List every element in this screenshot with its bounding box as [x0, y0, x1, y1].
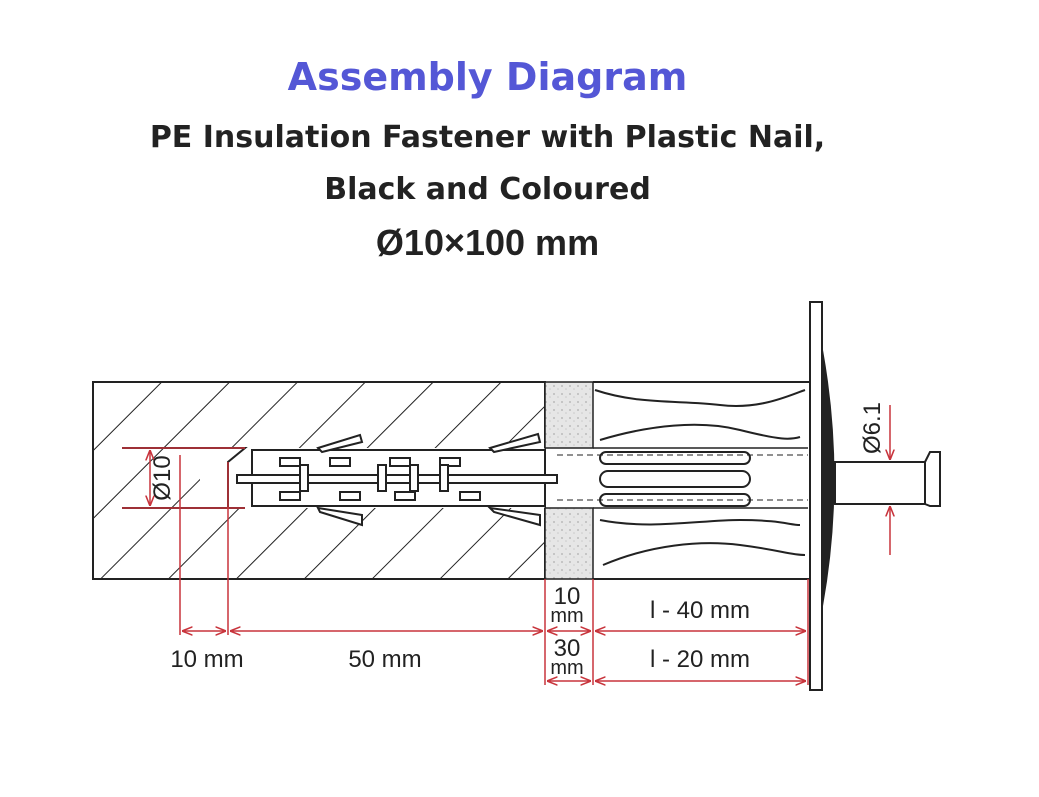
- expansion-sleeve: [236, 432, 558, 527]
- insulation-board: [557, 381, 810, 580]
- plaster-layer: [544, 381, 594, 449]
- plaster-bottom-value: 30: [554, 635, 581, 662]
- plaster-top-value: 10: [554, 583, 581, 610]
- gap-label: 10 mm: [170, 646, 243, 673]
- plaster-top-unit: mm: [550, 605, 583, 627]
- plaster-layer-lower: [544, 507, 594, 580]
- product-size: Ø10×100 mm: [375, 222, 600, 263]
- nail-diameter-label: Ø6.1: [859, 402, 886, 454]
- plastic-nail: [834, 451, 941, 507]
- hole-diameter-label: Ø10: [149, 455, 176, 500]
- insulation-bottom-label: l - 20 mm: [650, 646, 750, 673]
- diagram-title: Assembly Diagram: [287, 55, 688, 99]
- subtitle-line-2: Black and Coloured: [324, 172, 651, 207]
- insulation-top-label: l - 40 mm: [650, 597, 750, 624]
- subtitle-line-1: PE Insulation Fastener with Plastic Nail…: [149, 120, 826, 155]
- plaster-bottom-unit: mm: [550, 657, 583, 679]
- anchor-depth-label: 50 mm: [348, 646, 421, 673]
- dimension-lines: [122, 405, 890, 685]
- fastener-plate: [809, 301, 835, 691]
